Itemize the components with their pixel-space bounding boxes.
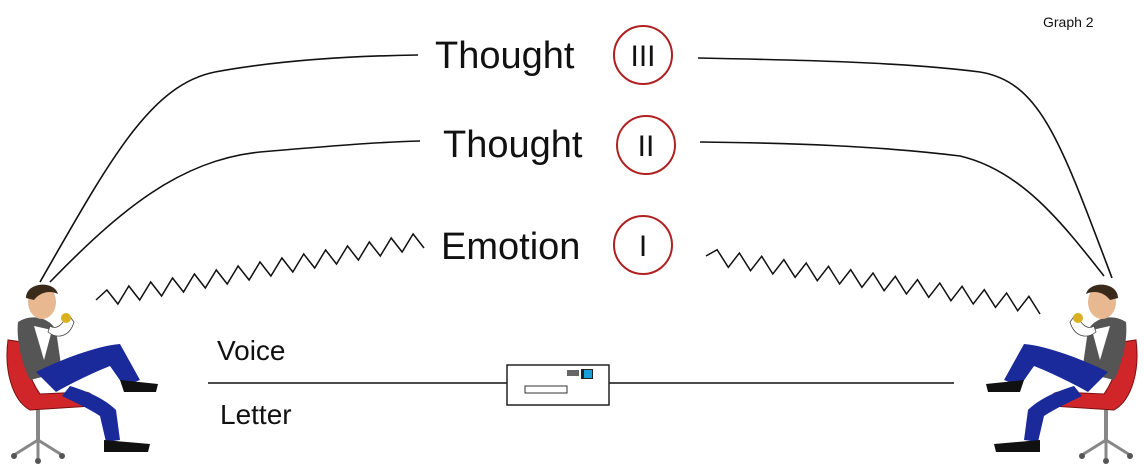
thought-3-arc-right [697, 57, 1113, 279]
graph-label: Graph 2 [1043, 14, 1094, 30]
emotion-wave-right [705, 248, 1041, 315]
level-3-label: Thought [435, 35, 575, 77]
thought-2-arc-left [49, 140, 421, 283]
level-1-numeral: I [639, 230, 647, 263]
level-2-label: Thought [443, 124, 583, 166]
thought-3-arc-left [39, 54, 419, 283]
person-right-icon [986, 284, 1138, 464]
level-3-numeral: III [630, 40, 655, 73]
level-2-numeral: II [638, 130, 655, 163]
level-1-label: Emotion [441, 226, 580, 268]
voice-label: Voice [217, 335, 286, 366]
level-2-numeral-circle [616, 115, 676, 175]
thought-2-arc-right [699, 141, 1105, 277]
level-3-numeral-circle [613, 25, 673, 85]
level-1-numeral-circle [613, 215, 673, 275]
letter-label: Letter [220, 399, 292, 430]
person-left-icon [6, 284, 158, 464]
envelope-icon [506, 364, 610, 406]
emotion-wave-left [95, 232, 425, 306]
